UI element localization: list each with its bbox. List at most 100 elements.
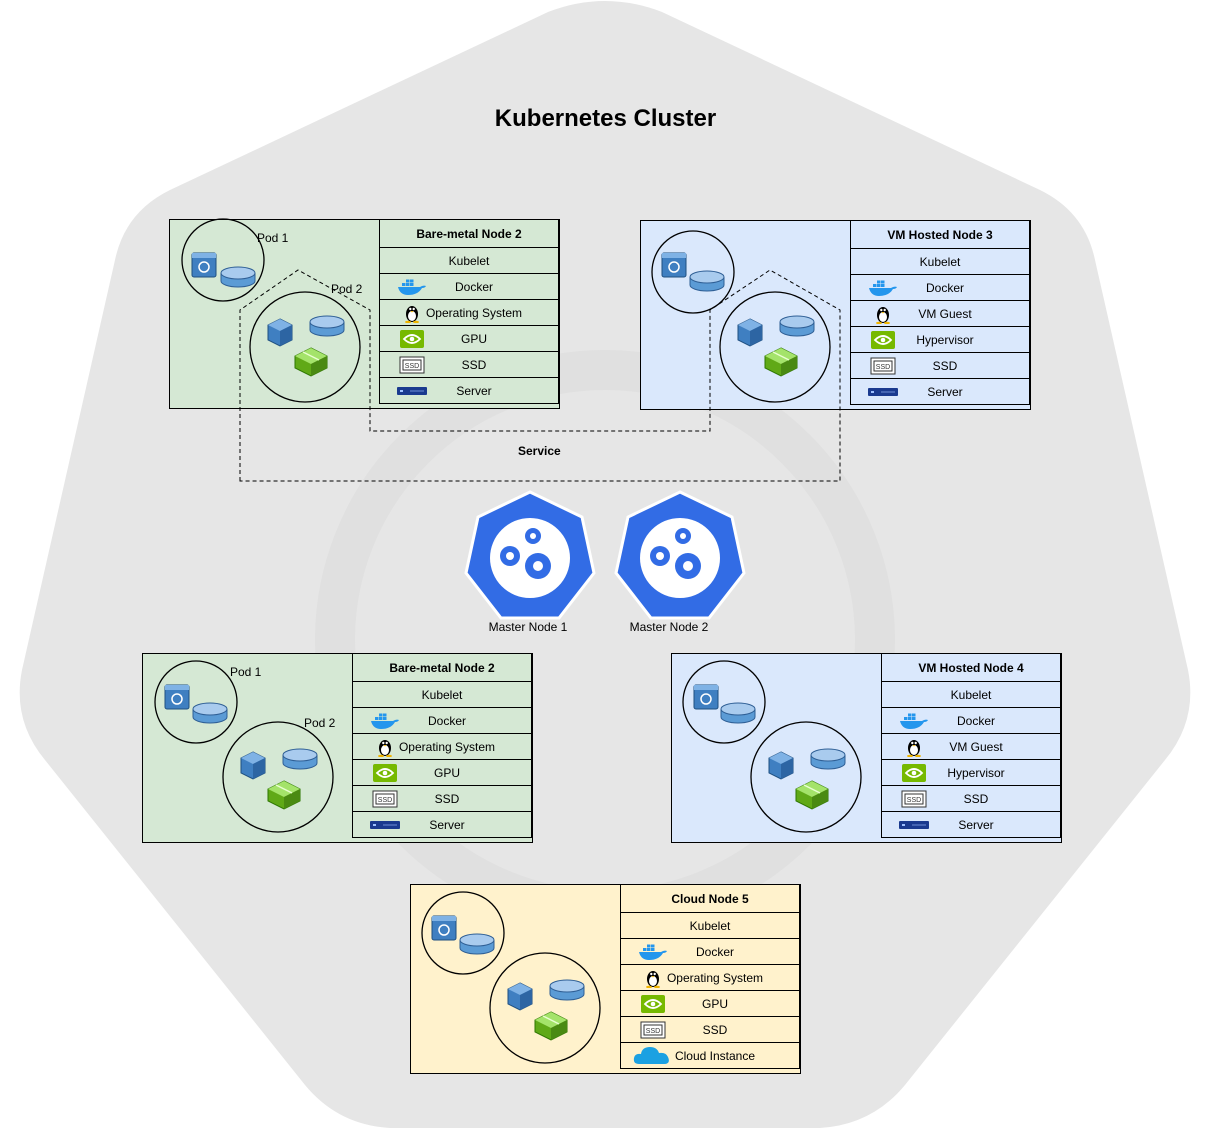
pod-1-label: Pod 1 bbox=[230, 665, 262, 679]
docker-icon bbox=[369, 711, 401, 731]
stack-row-vm-guest: VM Guest bbox=[850, 301, 1030, 327]
ssd-icon: SSD bbox=[396, 355, 428, 375]
stack-row-label: SSD bbox=[702, 1022, 728, 1037]
node-title: Cloud Node 5 bbox=[620, 884, 800, 913]
stack-row-label: VM Guest bbox=[949, 739, 1003, 754]
volume-icon bbox=[220, 266, 256, 288]
stack-row-label: Operating System bbox=[398, 739, 496, 754]
container-icon bbox=[240, 751, 266, 780]
cluster-title: Kubernetes Cluster bbox=[494, 105, 717, 132]
stack-row-kubelet: Kubelet bbox=[850, 249, 1030, 275]
stack-row-server: Server bbox=[850, 379, 1030, 405]
svg-text:SSD: SSD bbox=[907, 797, 921, 804]
pod-1 bbox=[154, 660, 238, 744]
stack-row-server: Server bbox=[881, 812, 1061, 838]
stack-row-docker: Docker bbox=[850, 275, 1030, 301]
stack-row-gpu: GPU bbox=[352, 760, 532, 786]
gpu-box-icon bbox=[267, 780, 301, 810]
stack-row-label: Operating System bbox=[666, 970, 764, 985]
stack-row-label: Operating System bbox=[425, 305, 523, 320]
ssd-icon: SSD bbox=[898, 789, 930, 809]
stack-row-cloud-instance: Cloud Instance bbox=[620, 1043, 800, 1069]
pod bbox=[682, 660, 766, 744]
stack-row-kubelet: Kubelet bbox=[352, 682, 532, 708]
stack-row-kubelet: Kubelet bbox=[620, 913, 800, 939]
container-icon bbox=[768, 751, 794, 780]
server-icon bbox=[396, 381, 428, 401]
container-icon bbox=[507, 982, 533, 1011]
stack-row-hypervisor: Hypervisor bbox=[850, 327, 1030, 353]
stack-row-server: Server bbox=[379, 378, 559, 404]
stack-row-label: Docker bbox=[956, 713, 995, 728]
stack-row-label: SSD bbox=[434, 791, 460, 806]
linux-tux-icon bbox=[867, 304, 899, 325]
stack-row-label: Kubelet bbox=[421, 687, 463, 702]
stack-row-docker: Docker bbox=[620, 939, 800, 965]
pod-2 bbox=[249, 291, 361, 403]
pod bbox=[421, 891, 505, 975]
stack-row-ssd: SSD SSD bbox=[881, 786, 1061, 812]
pod bbox=[651, 230, 735, 314]
stack-row-vm-guest: VM Guest bbox=[881, 734, 1061, 760]
volume-icon bbox=[689, 270, 725, 292]
volume-icon bbox=[309, 315, 345, 337]
stack-row-label: Hypervisor bbox=[916, 332, 974, 347]
volume-icon bbox=[459, 933, 495, 955]
docker-icon bbox=[396, 277, 428, 297]
svg-text:SSD: SSD bbox=[876, 364, 890, 371]
stack-row-label: Kubelet bbox=[448, 253, 490, 268]
ssd-icon: SSD bbox=[637, 1020, 669, 1040]
docker-icon bbox=[637, 942, 669, 962]
stack-row-docker: Docker bbox=[352, 708, 532, 734]
stack-row-label: SSD bbox=[932, 358, 958, 373]
stack-row-label: Kubelet bbox=[950, 687, 992, 702]
stack-row-gpu: GPU bbox=[620, 991, 800, 1017]
stack-row-label: VM Guest bbox=[918, 306, 972, 321]
stack-row-hypervisor: Hypervisor bbox=[881, 760, 1061, 786]
stack-row-label: SSD bbox=[963, 791, 989, 806]
node-title: Bare-metal Node 2 bbox=[352, 653, 532, 682]
nvidia-gpu-icon bbox=[898, 763, 930, 783]
server-icon bbox=[898, 815, 930, 835]
pod-1-label: Pod 1 bbox=[257, 231, 289, 245]
stack-row-label: Server bbox=[429, 817, 465, 832]
linux-tux-icon bbox=[898, 737, 930, 758]
stack-row-label: Server bbox=[927, 384, 963, 399]
master-node-1-label: Master Node 1 bbox=[488, 620, 568, 634]
master-node-2-icon bbox=[614, 490, 746, 620]
stack-row-kubelet: Kubelet bbox=[881, 682, 1061, 708]
gpu-box-icon bbox=[294, 347, 328, 377]
stack-row-label: Docker bbox=[695, 944, 734, 959]
pod-2-label: Pod 2 bbox=[304, 716, 336, 730]
container-icon bbox=[191, 252, 217, 278]
volume-icon bbox=[779, 315, 815, 337]
nvidia-gpu-icon bbox=[867, 330, 899, 350]
stack-row-label: GPU bbox=[433, 765, 460, 780]
stack-row-ssd: SSD SSD bbox=[850, 353, 1030, 379]
stack-row-operating-system: Operating System bbox=[379, 300, 559, 326]
service-boundary bbox=[239, 269, 841, 482]
docker-icon bbox=[867, 278, 899, 298]
stack-row-server: Server bbox=[352, 812, 532, 838]
stack-row-label: Server bbox=[456, 383, 492, 398]
container-icon bbox=[661, 252, 687, 278]
gpu-box-icon bbox=[795, 780, 829, 810]
stack-row-label: Cloud Instance bbox=[674, 1048, 756, 1063]
stack-row-label: Docker bbox=[427, 713, 466, 728]
nvidia-gpu-icon bbox=[369, 763, 401, 783]
stack-row-label: Kubelet bbox=[689, 918, 731, 933]
stack-row-operating-system: Operating System bbox=[352, 734, 532, 760]
ssd-icon: SSD bbox=[867, 356, 899, 376]
node-title: Bare-metal Node 2 bbox=[379, 219, 559, 248]
stack-row-label: Docker bbox=[454, 279, 493, 294]
gpu-box-icon bbox=[534, 1011, 568, 1041]
linux-tux-icon bbox=[396, 303, 428, 324]
server-icon bbox=[369, 815, 401, 835]
nvidia-gpu-icon bbox=[637, 994, 669, 1014]
